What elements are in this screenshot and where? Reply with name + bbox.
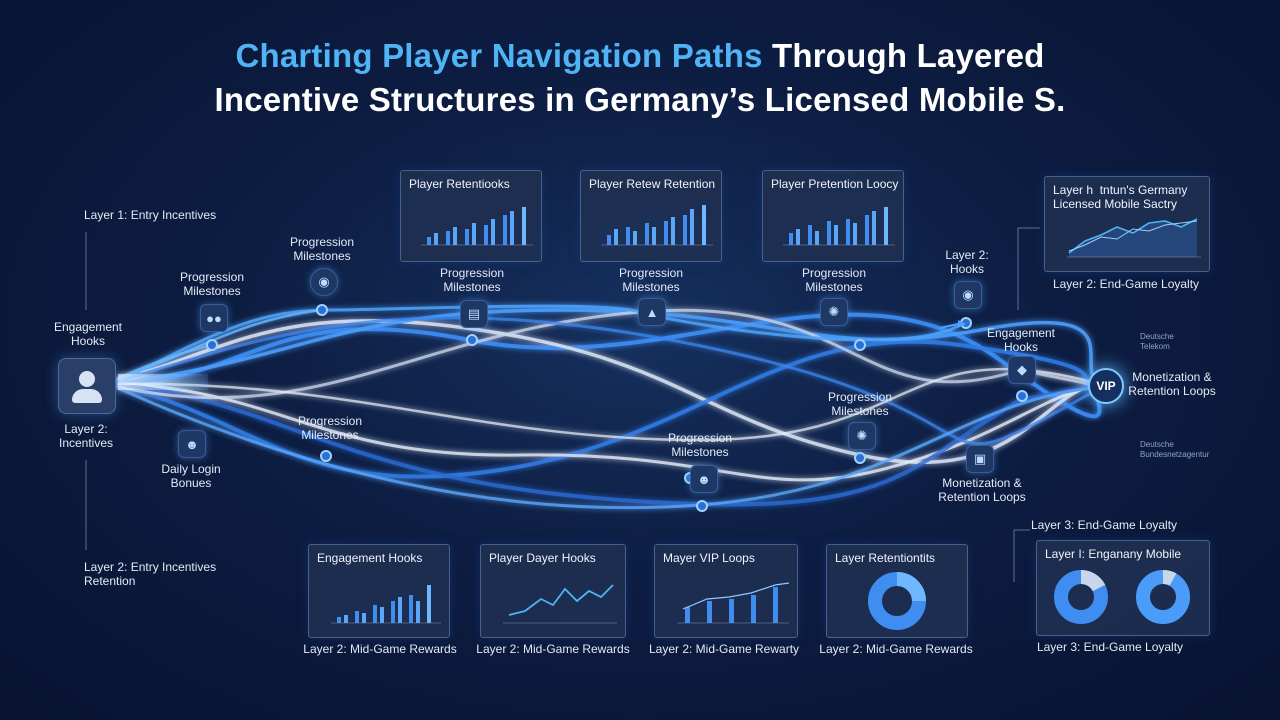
label-engagement-hooks-left: Engagement Hooks — [53, 320, 123, 348]
mini-bar-chart — [783, 207, 895, 246]
mini-line-chart — [503, 584, 617, 624]
guide-lines — [85, 227, 1040, 582]
label-monetization-right: Monetization & Retention Loops — [1128, 370, 1216, 398]
user-icon — [79, 371, 95, 387]
person-icon-lower: ☻ — [690, 465, 718, 493]
label-midgame-1: Layer 2: Mid-Game Rewards — [303, 642, 457, 656]
label-daily-login: Daily Login Bonues — [161, 462, 221, 490]
page-title: Charting Player Navigation Paths Through… — [0, 34, 1280, 122]
mini-bar-chart — [601, 205, 713, 246]
mini-bar-chart — [677, 582, 790, 624]
label-progression-5: Progression Milestones — [801, 266, 867, 294]
panel-title: Mayer VIP Loops — [663, 551, 755, 565]
people-icon: ●● — [200, 304, 228, 332]
panel-player-pretention-loocy: Player Pretention Loocy — [762, 170, 904, 262]
player-start-node — [58, 358, 116, 414]
title-rest: Through Layered — [762, 37, 1045, 74]
mini-area-chart — [1067, 218, 1201, 258]
label-layer3-endgame-top: Layer 3: End-Game Loyalty — [1030, 518, 1178, 532]
user-icon-body — [72, 389, 102, 403]
label-layer2-endgame: Layer 2: End-Game Loyalty — [1052, 277, 1200, 291]
label-layer3-endgame-bottom: Layer 3: End-Game Loyalty — [1036, 640, 1184, 654]
panel-player-dayer-hooks: Player Dayer Hooks — [480, 544, 626, 638]
panel-layer-enganany-mobile: Layer I: Enganany Mobile — [1036, 540, 1210, 636]
mini-bar-chart — [331, 585, 441, 624]
brand-bundesnetzagentur: Deutsche Bundesnetzagentur — [1140, 440, 1210, 459]
star-icon: ✺ — [820, 298, 848, 326]
lock-icon: ◉ — [954, 281, 982, 309]
label-midgame-4: Layer 2: Mid-Game Rewards — [819, 642, 973, 656]
folder-icon: ▲ — [638, 298, 666, 326]
arrow-line — [939, 323, 959, 329]
panel-title: Player Dayer Hooks — [489, 551, 596, 565]
label-layer1-entry: Layer 1: Entry Incentives — [84, 208, 217, 222]
panel-layer-germany-licensed: Layer h tntun's Germany Licensed Mobile … — [1044, 176, 1210, 272]
label-progression-4: Progression Milestones — [618, 266, 684, 294]
label-progression-1: Progression Milestones — [179, 270, 245, 298]
mini-bar-chart — [421, 207, 533, 246]
panel-title: Player Pretention Loocy — [771, 177, 899, 191]
label-midgame-2: Layer 2: Mid-Game Rewards — [476, 642, 630, 656]
panel-title: Layer h tntun's Germany Licensed Mobile … — [1053, 183, 1188, 211]
panel-player-retew-retention: Player Retew Retention — [580, 170, 722, 262]
title-highlight: Charting Player Navigation Paths — [235, 37, 763, 74]
panel-title: Layer I: Enganany Mobile — [1045, 547, 1182, 561]
panel-engagement-hooks: Engagement Hooks — [308, 544, 450, 638]
panel-mayer-vip-loops: Mayer VIP Loops — [654, 544, 798, 638]
panel-title: Player Retentiooks — [409, 177, 510, 191]
label-progression-2: Progression Milestones — [289, 235, 355, 263]
label-progression-6: Progression Milestones — [297, 414, 363, 442]
panel-title: Engagement Hooks — [317, 551, 423, 565]
label-engagement-hooks-right: Engagement Hooks — [986, 326, 1056, 354]
title-line-2: Incentive Structures in Germany’s Licens… — [214, 81, 1066, 118]
label-progression-7: Progression Milestones — [667, 431, 733, 459]
arrow-head — [958, 320, 966, 328]
label-midgame-3: Layer 2: Mid-Game Rewarty — [648, 642, 800, 656]
label-layer2-incentives: Layer 2: Incentives — [58, 422, 114, 450]
panel-layer-retentiontits: Layer Retentiontits — [826, 544, 968, 638]
card-icon: ▤ — [460, 300, 488, 328]
mini-donut-charts — [1054, 570, 1190, 624]
basket-icon: ▣ — [966, 445, 994, 473]
label-monetization-lower: Monetization & Retention Loops — [938, 476, 1026, 504]
label-progression-3: Progression Milestones — [439, 266, 505, 294]
panel-title: Player Retew Retention — [589, 177, 716, 191]
mini-donut-chart — [868, 572, 926, 630]
vip-node: VIP — [1088, 368, 1124, 404]
label-layer2-entry-retention: Layer 2: Entry Incentives Retention — [84, 560, 217, 588]
brand-telekom: Deutsche Telekom — [1140, 332, 1174, 351]
drop-icon: ◆ — [1008, 356, 1036, 384]
panel-title: Layer Retentiontits — [835, 551, 936, 565]
star-icon-lower: ✺ — [848, 422, 876, 450]
panel-player-retentiooks: Player Retentiooks — [400, 170, 542, 262]
label-progression-8: Progression Milestones — [827, 390, 893, 418]
target-icon: ◉ — [310, 268, 338, 296]
person-icon: ☻ — [178, 430, 206, 458]
label-layer2-hooks: Layer 2: Hooks — [945, 248, 989, 276]
